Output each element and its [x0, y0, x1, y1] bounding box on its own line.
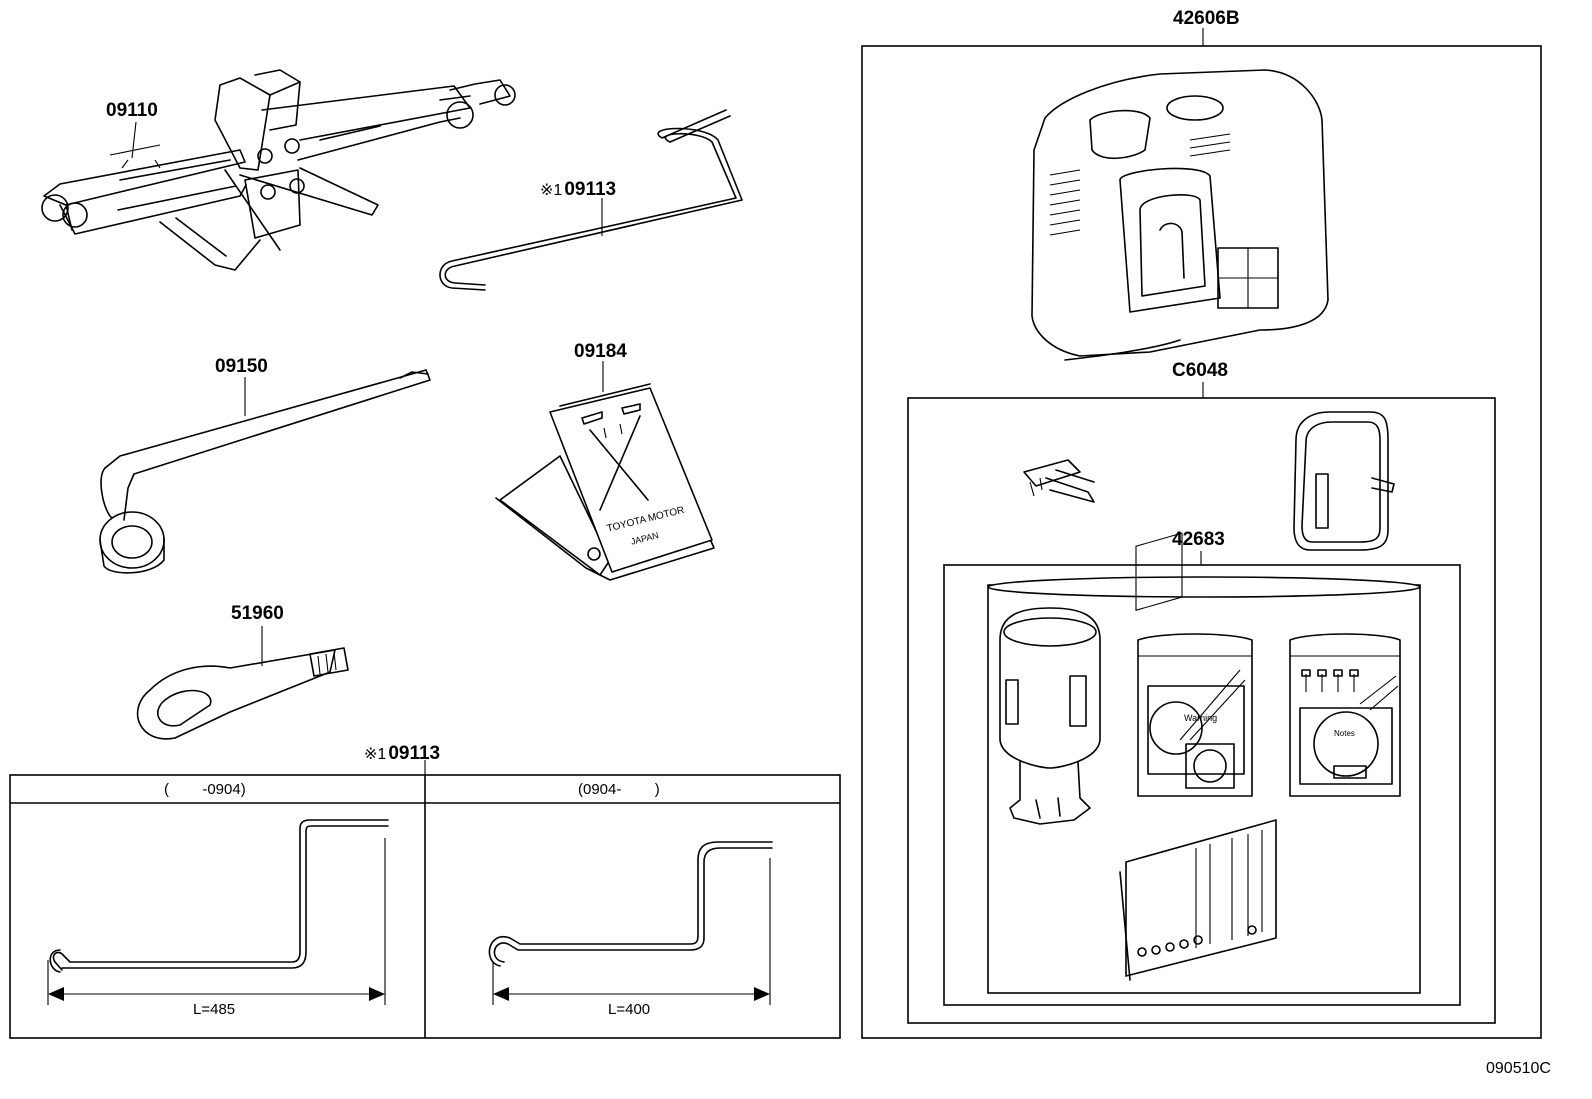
air-compressor-illustration: [1031, 69, 1329, 361]
valve-adapter-illustration: [1023, 459, 1095, 503]
instruction-leaflet-illustration: [1119, 532, 1277, 981]
notes-sticker-sheet-illustration: [1289, 633, 1401, 797]
compressor-kit-frame: [861, 45, 1542, 1039]
length-label-late: L=400: [608, 1001, 651, 1018]
warning-sticker-sheet-illustration: [1137, 633, 1253, 797]
handle-variant-long-illustration: [47, 819, 389, 1005]
table-reference-mark: ※1: [364, 746, 387, 763]
jack-handle-illustration: [439, 109, 743, 291]
air-hose-illustration: [1293, 411, 1395, 551]
part-label-compressor-sub: C6048: [1172, 360, 1228, 381]
part-label-sealant-kit: 42683: [1172, 529, 1225, 550]
part-label-jack-handle-number: 09113: [564, 179, 617, 200]
length-label-early: L=485: [193, 1001, 236, 1018]
part-label-jack: 09110: [106, 100, 158, 121]
table-title-part: 09113: [388, 743, 441, 764]
towing-eye-illustration: [136, 647, 349, 740]
scissor-jack-illustration: [41, 69, 516, 271]
sealant-kit-frame: [943, 564, 1461, 1006]
compressor-sub-frame: [907, 397, 1496, 1024]
table-header-late: (0904- ): [578, 781, 660, 798]
lug-wrench-illustration: [99, 369, 431, 574]
part-label-towing-eye: 51960: [231, 603, 284, 624]
handle-variant-short-illustration: [488, 841, 773, 1005]
warning-sticker-label: Warning: [1184, 713, 1217, 723]
wheel-chock-illustration: [495, 383, 715, 581]
part-label-wrench: 09150: [215, 356, 268, 377]
part-label-compressor-kit: 42606B: [1173, 8, 1240, 29]
reference-mark: ※1: [540, 182, 563, 199]
table-header-early: ( -0904): [164, 781, 246, 798]
part-label-wheel-chock: 09184: [574, 341, 627, 362]
figure-reference: 090510C: [1486, 1060, 1551, 1077]
sealant-bottle-illustration: [999, 607, 1101, 825]
notes-sticker-label: Notes: [1334, 729, 1355, 738]
